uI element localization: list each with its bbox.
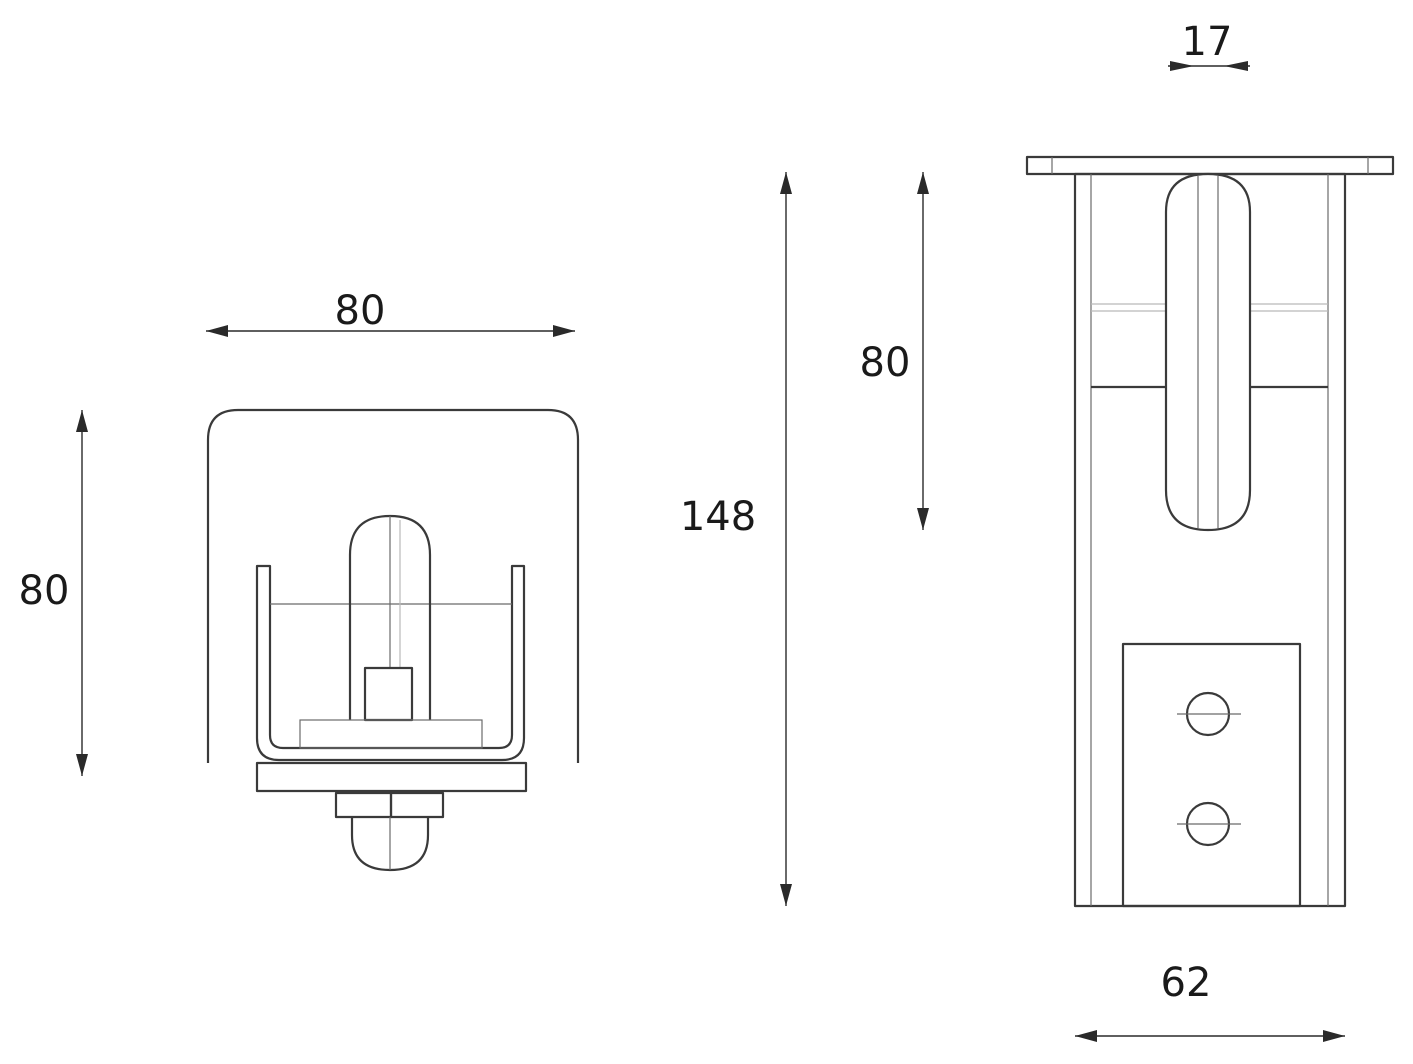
dim-roller-height-label: 80 [860,340,911,386]
dim-total-height: 148 [680,172,792,906]
front-outer-profile [206,408,580,763]
front-nut-left [334,791,393,819]
dim-wheel-width: 17 [1168,19,1250,71]
dim-wheel-width-label: 17 [1182,19,1233,65]
side-hole-bottom [1177,801,1241,847]
front-base-block [299,719,483,749]
dim-front-width: 80 [206,288,575,337]
side-view: 17 62 [1025,19,1395,1042]
front-nut-right [389,791,445,819]
dim-body-width-label: 62 [1161,960,1212,1006]
side-top-plate [1025,155,1395,176]
dim-total-height-label: 148 [680,494,756,540]
side-hole-top [1177,691,1241,737]
front-hub [363,666,414,722]
side-mount-plate [1121,642,1302,908]
dim-front-height: 80 [19,410,88,776]
front-bottom-plate [255,761,528,793]
dim-front-height-label: 80 [19,568,70,614]
side-wheel [1164,172,1252,532]
front-view: 80 80 [19,288,580,872]
dim-front-width-label: 80 [335,288,386,334]
front-u-channel-outer [255,564,526,762]
dim-body-width: 62 [1075,960,1345,1042]
dim-roller-height: 80 [860,172,929,530]
